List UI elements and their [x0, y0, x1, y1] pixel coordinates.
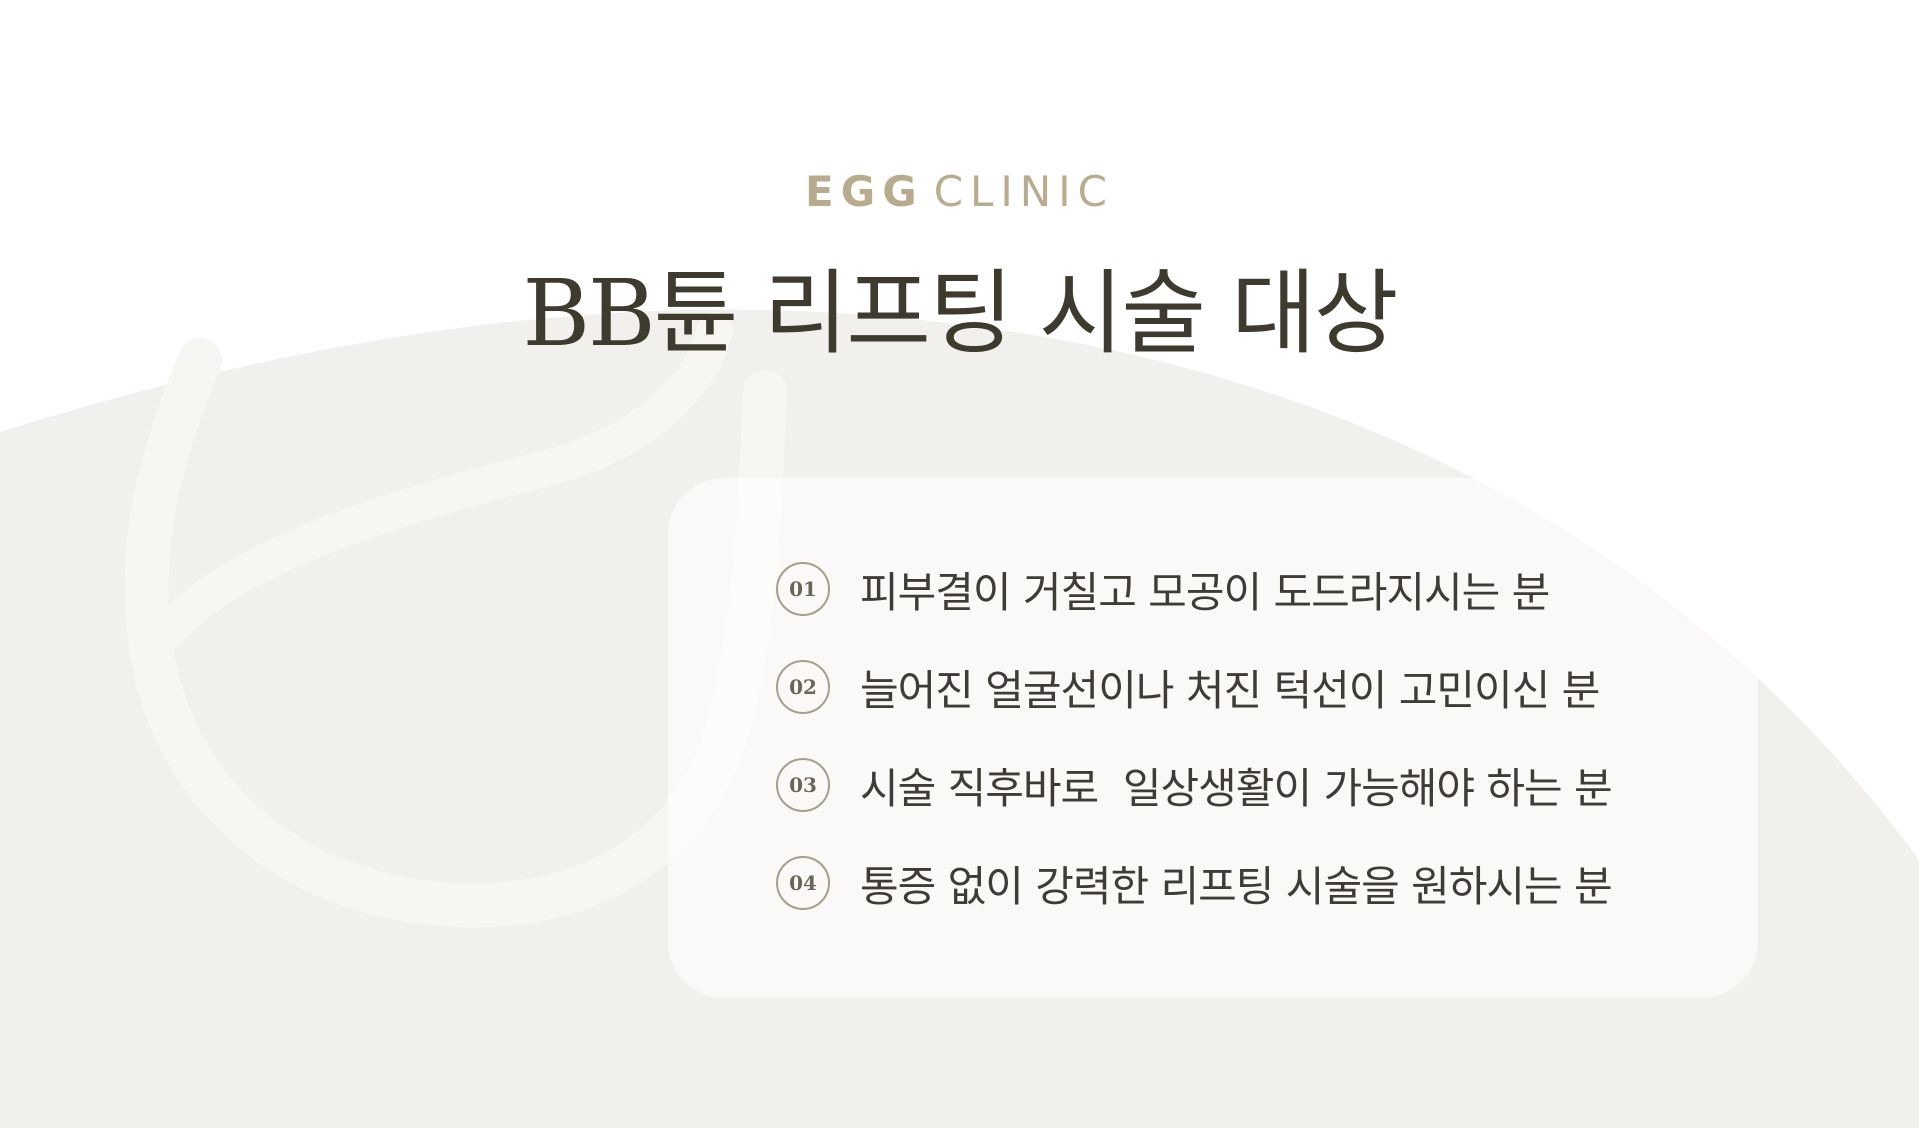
number-badge: 03 — [776, 758, 830, 812]
list-item: 04 통증 없이 강력한 리프팅 시술을 원하시는 분 — [776, 852, 1613, 914]
number-badge: 02 — [776, 660, 830, 714]
list-item-text: 통증 없이 강력한 리프팅 시술을 원하시는 분 — [860, 861, 1613, 911]
list-item-text: 피부결이 거칠고 모공이 도드라지시는 분 — [860, 567, 1550, 617]
list-item-text: 시술 직후바로 일상생활이 가능해야 하는 분 — [860, 763, 1613, 813]
brand-name-bold: EGG — [805, 167, 924, 216]
brand-name-light: CLINIC — [933, 167, 1114, 216]
targets-card — [668, 478, 1758, 998]
list-item: 01 피부결이 거칠고 모공이 도드라지시는 분 — [776, 558, 1612, 620]
number-badge: 01 — [776, 562, 830, 616]
list-item: 02 늘어진 얼굴선이나 처진 턱선이 고민이신 분 — [776, 656, 1612, 718]
targets-list: 01 피부결이 거칠고 모공이 도드라지시는 분 02 늘어진 얼굴선이나 처진… — [776, 558, 1613, 950]
list-item-text: 늘어진 얼굴선이나 처진 턱선이 고민이신 분 — [860, 665, 1600, 715]
list-item: 03 시술 직후바로 일상생활이 가능해야 하는 분 — [776, 754, 1613, 816]
egg-logo-watermark-inner — [152, 312, 733, 648]
number-badge: 04 — [776, 856, 830, 910]
page-title: BB튠 리프팅 시술 대상 — [522, 260, 1398, 367]
